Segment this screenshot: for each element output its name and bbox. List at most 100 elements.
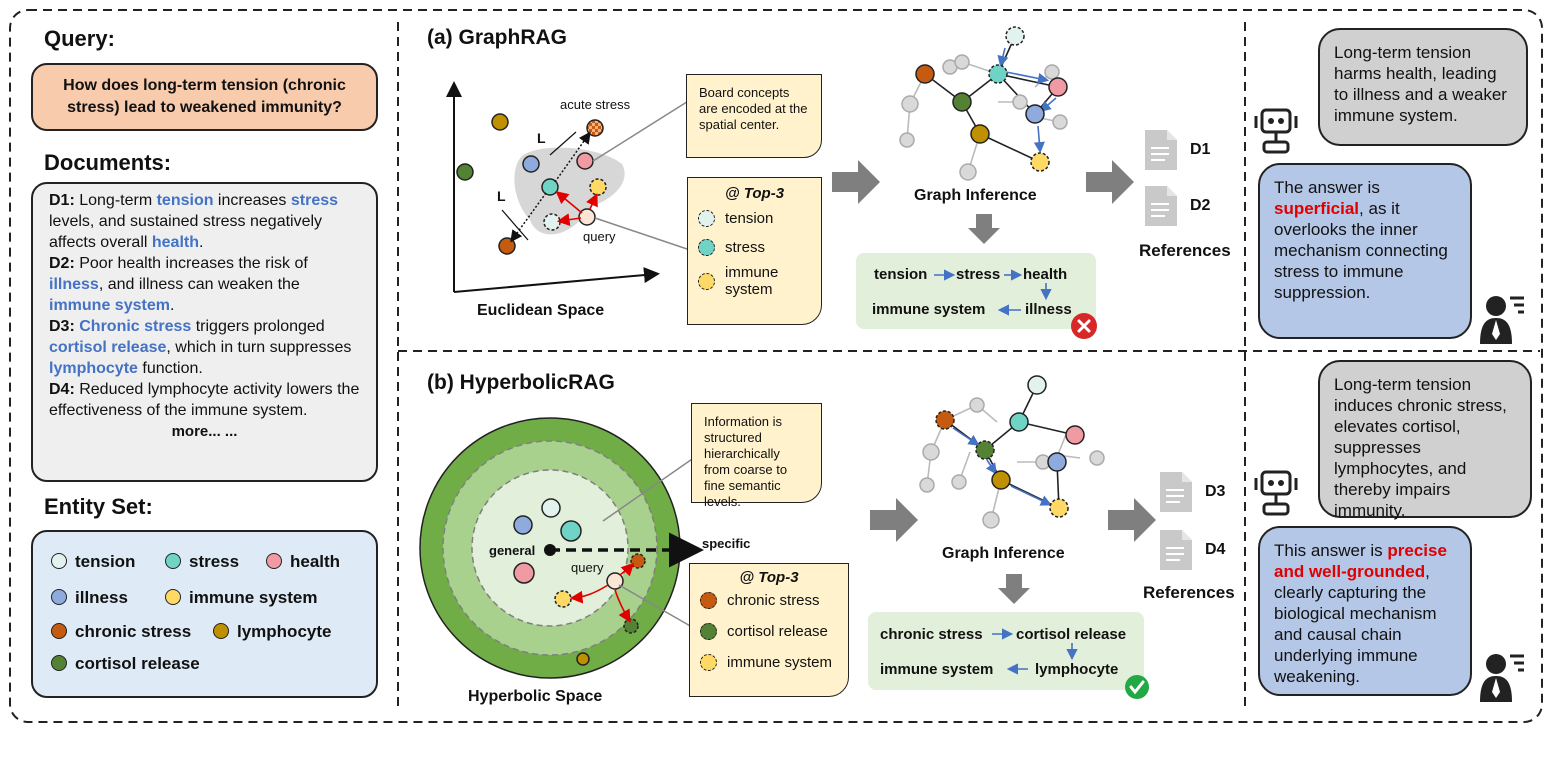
graphrag-llm-answer: Long-term tension harms health, leading … [1318,28,1528,146]
arrow-to-graph-icon [870,498,918,542]
arrow-down-icon [998,574,1030,604]
hyperbolicrag-top3-item: immune system [700,654,838,671]
graphrag-top3-title: @ Top-3 [724,185,785,202]
chain-node-cortisol-release: cortisol release [1016,626,1127,643]
entity-color-icon [51,655,67,671]
hyperbolicrag-top3-item: chronic stress [700,592,838,609]
chain-arrows [934,269,1052,316]
ref-d3: D3 [1205,483,1226,500]
arrow-to-references-icon [1086,160,1134,204]
hyperbolicrag-evaluation: This answer is precise and well-grounded… [1258,526,1472,696]
ref-d4: D4 [1205,541,1226,558]
query-box: How does long-term tension (chronic stre… [31,63,378,131]
document-icon [1145,130,1177,170]
documents-box: D1: Long-term tension increases stress l… [31,182,378,482]
evaluator-icon [1480,296,1524,344]
hyperbolicrag-note: Information is structured hierarchically… [691,403,822,509]
entity-item: chronic stress [51,622,191,642]
graphrag-note: Board concepts are encoded at the spatia… [686,74,822,158]
chain-node-health: health [1023,266,1068,283]
entity-color-icon [213,623,229,639]
wrong-cross-icon [1071,313,1097,339]
document-item: D3: Chronic stress triggers prolonged co… [49,318,352,377]
document-item: D1: Long-term tension increases stress l… [49,192,339,251]
graphrag-references-label: References [1139,241,1231,260]
hyperbolicrag-top3-title: @ Top-3 [739,569,799,586]
hyperbolicrag-title: (b) HyperbolicRAG [427,371,615,394]
entity-item: stress [165,552,239,572]
documents-more: more... ... [171,423,238,440]
immune-dot-icon [698,272,715,290]
graphrag-evaluation: The answer is superficial, as it overloo… [1258,163,1472,339]
document-icon [1160,472,1192,512]
graphrag-top3-card: @ Top-3 tension stress immune system [687,177,822,325]
graphrag-reasoning-chain: tension stress health immune system illn… [856,253,1096,329]
entity-item: immune system [165,588,318,608]
graphrag-top3-item: immune system [698,264,811,298]
chain-arrows [992,628,1078,675]
arrow-down-icon [968,214,1000,244]
robot-icon [1254,470,1298,516]
graphrag-graph-label: Graph Inference [914,187,1037,204]
graphrag-title: (a) GraphRAG [427,26,568,49]
entity-item: illness [51,588,128,608]
query-point-label: query [583,229,616,244]
graphrag-top3-item: tension [698,210,811,227]
hyperbolicrag-top3-card: @ Top-3 chronic stress cortisol release … [689,563,849,697]
ref-d1: D1 [1190,141,1211,158]
hyperbolicrag-graph-label: Graph Inference [942,545,1065,562]
chain-node-immune-system: immune system [880,661,994,678]
euclidean-space-plot [446,81,691,293]
tension-dot-icon [698,210,715,227]
specific-label: specific [702,536,751,551]
arrow-to-references-icon [1108,498,1156,542]
document-icon [1145,186,1177,226]
hyperbolicrag-llm-answer: Long-term tension induces chronic stress… [1318,360,1532,520]
document-item: D4: Reduced lymphocyte activity lowers t… [49,381,360,419]
hyperbolicrag-reasoning-chain: chronic stress cortisol release immune s… [868,612,1144,690]
immune-dot-icon [700,654,717,671]
entity-color-icon [266,553,282,569]
check-icon [1125,675,1149,699]
chain-node-tension: tension [874,266,928,283]
graphrag-graph [899,26,1068,181]
entity-item: tension [51,552,135,572]
query-text: How does long-term tension (chronic stre… [63,77,346,116]
chain-node-immune-system: immune system [872,301,986,318]
entity-color-icon [51,553,67,569]
chain-node-illness: illness [1025,301,1072,318]
entity-set-heading: Entity Set: [44,494,153,519]
hyperbolic-space-disk [419,417,704,679]
query-point-label: query [571,560,604,575]
distance-label-upper: L [537,130,546,146]
arrow-to-graph-icon [832,160,880,204]
chain-node-chronic-stress: chronic stress [880,626,983,643]
ref-d2: D2 [1190,197,1211,214]
cortisol-dot-icon [700,623,717,640]
robot-icon [1254,108,1298,154]
chain-node-lymphocyte: lymphocyte [1035,661,1119,678]
hyperbolic-space-label: Hyperbolic Space [468,688,603,705]
entity-color-icon [51,623,67,639]
chronic-stress-dot-icon [700,592,717,609]
entity-item: lymphocyte [213,622,331,642]
euclidean-space-label: Euclidean Space [477,302,605,319]
hyperbolicrag-top3-item: cortisol release [700,623,838,640]
hyperbolicrag-references-label: References [1143,583,1235,602]
stress-dot-icon [698,239,715,256]
document-icon [1160,530,1192,570]
distance-label-lower: L [497,188,506,204]
query-heading: Query: [44,26,115,51]
general-label: general [489,543,536,558]
entity-item: health [266,552,340,572]
documents-heading: Documents: [44,150,172,175]
entity-set-box: tension stress health illness immune system c… [31,530,378,698]
entity-color-icon [165,589,181,605]
graphrag-top3-item: stress [698,239,811,256]
chain-node-stress: stress [956,266,1001,283]
hyperbolicrag-graph [919,375,1105,529]
document-item: D2: Poor health increases the risk of il… [49,255,308,314]
entity-color-icon [165,553,181,569]
entity-color-icon [51,589,67,605]
